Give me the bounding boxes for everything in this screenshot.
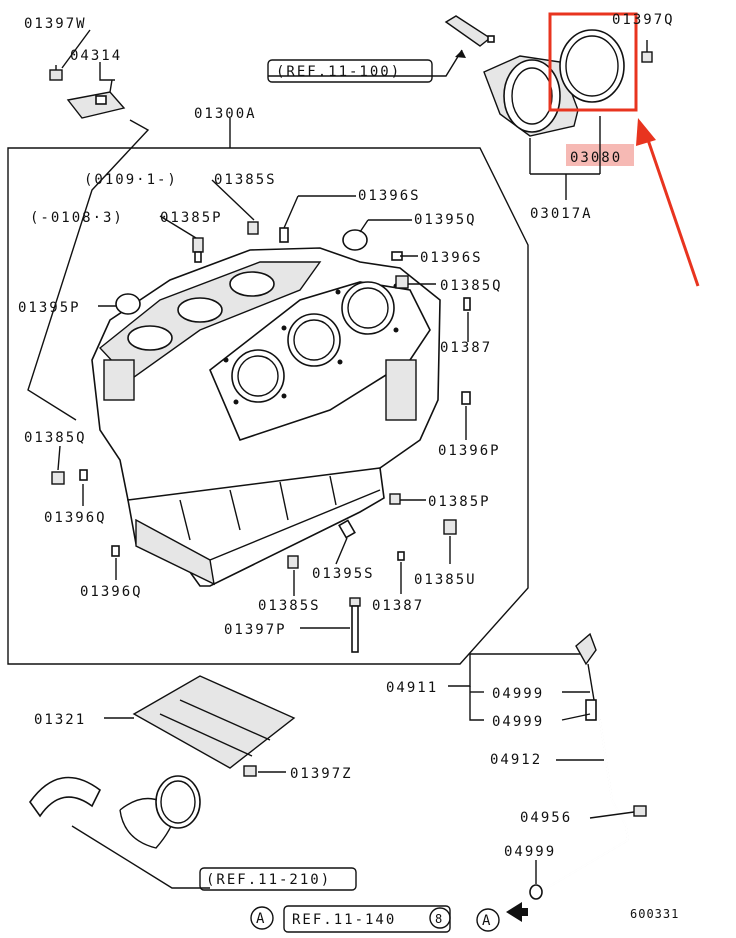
- plug-01385S-b-icon: [287, 555, 299, 569]
- ref-11-100-box: [267, 59, 433, 83]
- sealant-tube-icon: [444, 15, 495, 47]
- label-03080[interactable]: 03080: [570, 150, 622, 166]
- circle-A-left: [250, 906, 274, 930]
- label-ref-11-140[interactable]: REF.11-140: [292, 912, 396, 928]
- label-04314: 04314: [70, 48, 122, 64]
- label-04956: 04956: [520, 810, 572, 826]
- rear-oil-seal-icon: [559, 29, 625, 103]
- label-01395S: 01395S: [312, 566, 375, 582]
- label-01385P-b: 01385P: [428, 494, 491, 510]
- label-circle-A-left: A: [256, 911, 266, 927]
- pin-01396P-icon: [461, 391, 471, 405]
- dipstick-icon: [529, 632, 647, 900]
- bolt-01397P-icon: [349, 597, 361, 653]
- pin-01396S-icon: [279, 227, 289, 243]
- diagram-id: 600331: [630, 907, 679, 921]
- label-01385S-b: 01385S: [258, 598, 321, 614]
- bolt-01397Z-icon: [243, 765, 257, 777]
- label-01397W: 01397W: [24, 16, 87, 32]
- label-circle-A-right: A: [482, 913, 492, 929]
- label-01387-b: 01387: [372, 598, 424, 614]
- label-01397P: 01397P: [224, 622, 287, 638]
- label-01385S-a: 01385S: [214, 172, 277, 188]
- label-01385Q-b: 01385Q: [24, 430, 87, 446]
- red-pointer-arrow-icon: [636, 118, 700, 287]
- label-01396Q-b: 01396Q: [80, 584, 143, 600]
- cup-plug-01395Q-icon: [342, 229, 368, 251]
- seal-retainer-icon: [483, 55, 579, 137]
- pin-01396Q-b-icon: [111, 545, 120, 557]
- block-group-frame: [7, 147, 529, 665]
- bearing-shell-icon: [29, 775, 201, 849]
- label-04999-b: 04999: [492, 714, 544, 730]
- label-01300A: 01300A: [194, 106, 257, 122]
- label-01385Q-a: 01385Q: [440, 278, 503, 294]
- label-04912: 04912: [490, 752, 542, 768]
- cover-plate-icon: [132, 675, 296, 769]
- label-01396S-b: 01396S: [420, 250, 483, 266]
- label-04911: 04911: [386, 680, 438, 696]
- plug-01385P-icon: [192, 237, 204, 263]
- plug-01385Q-b-icon: [51, 471, 65, 485]
- cup-plug-01395S-icon: [338, 519, 356, 539]
- label-03017A: 03017A: [530, 206, 593, 222]
- circle-8: [429, 907, 451, 929]
- highlight-box: [548, 12, 638, 112]
- label-01396P: 01396P: [438, 443, 501, 459]
- bolt-01397Q-icon: [641, 40, 653, 63]
- pin-01396Q-icon: [79, 469, 88, 481]
- label-ref-11-210[interactable]: (REF.11-210): [206, 872, 331, 888]
- label-ref-11-100[interactable]: (REF.11-100): [276, 64, 401, 80]
- label-01396Q-a: 01396Q: [44, 510, 107, 526]
- label-01395P: 01395P: [18, 300, 81, 316]
- label-range-0109: (0109·1-): [84, 172, 178, 188]
- bolt-01397W-icon: [49, 65, 63, 81]
- label-04999-c: 04999: [504, 844, 556, 860]
- bracket-04314-icon: [66, 79, 126, 119]
- label-01397Q-top: 01397Q: [612, 12, 675, 28]
- label-01396S-a: 01396S: [358, 188, 421, 204]
- engine-block-icon: [91, 247, 441, 587]
- cup-plug-01395P-icon: [115, 293, 141, 315]
- label-01321: 01321: [34, 712, 86, 728]
- plug-01385U-icon: [443, 519, 457, 535]
- ref-11-210-box: [199, 867, 357, 891]
- label-01387-a: 01387: [440, 340, 492, 356]
- label-04999-a: 04999: [492, 686, 544, 702]
- plug-01385S-icon: [247, 221, 259, 235]
- circle-A-right: [476, 908, 500, 932]
- label-01397Z: 01397Z: [290, 766, 353, 782]
- plug-01385Q-icon: [395, 275, 409, 289]
- label-01385P-a: 01385P: [160, 210, 223, 226]
- arrow-to-A-icon: [506, 902, 528, 922]
- dowel-01387-b-icon: [397, 551, 405, 561]
- plug-01385P-b-icon: [389, 493, 401, 505]
- label-circle-8: 8: [435, 912, 443, 926]
- label-01385U: 01385U: [414, 572, 477, 588]
- dowel-01387-icon: [463, 297, 471, 311]
- label-01395Q: 01395Q: [414, 212, 477, 228]
- label-range-0108: (-0108·3): [30, 210, 124, 226]
